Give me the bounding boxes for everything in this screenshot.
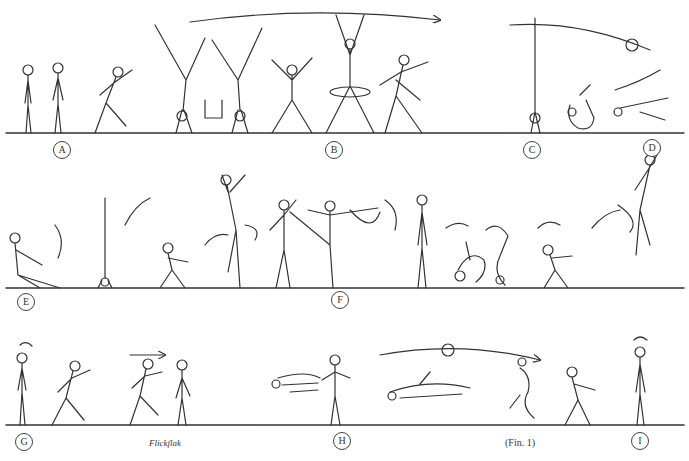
- callout-letter: C: [523, 141, 541, 159]
- callout-letter: E: [17, 293, 35, 311]
- callout-letter: B: [325, 141, 343, 159]
- note-text: Flickflak: [149, 438, 181, 448]
- callout-letter: D: [643, 139, 661, 157]
- callout-letter: A: [53, 141, 71, 159]
- callout-letter: I: [631, 432, 649, 450]
- callout-letter: G: [15, 433, 33, 451]
- callout-letter: F: [331, 291, 349, 309]
- callout-letter: H: [333, 432, 351, 450]
- note-text: (Fin. 1): [505, 437, 535, 448]
